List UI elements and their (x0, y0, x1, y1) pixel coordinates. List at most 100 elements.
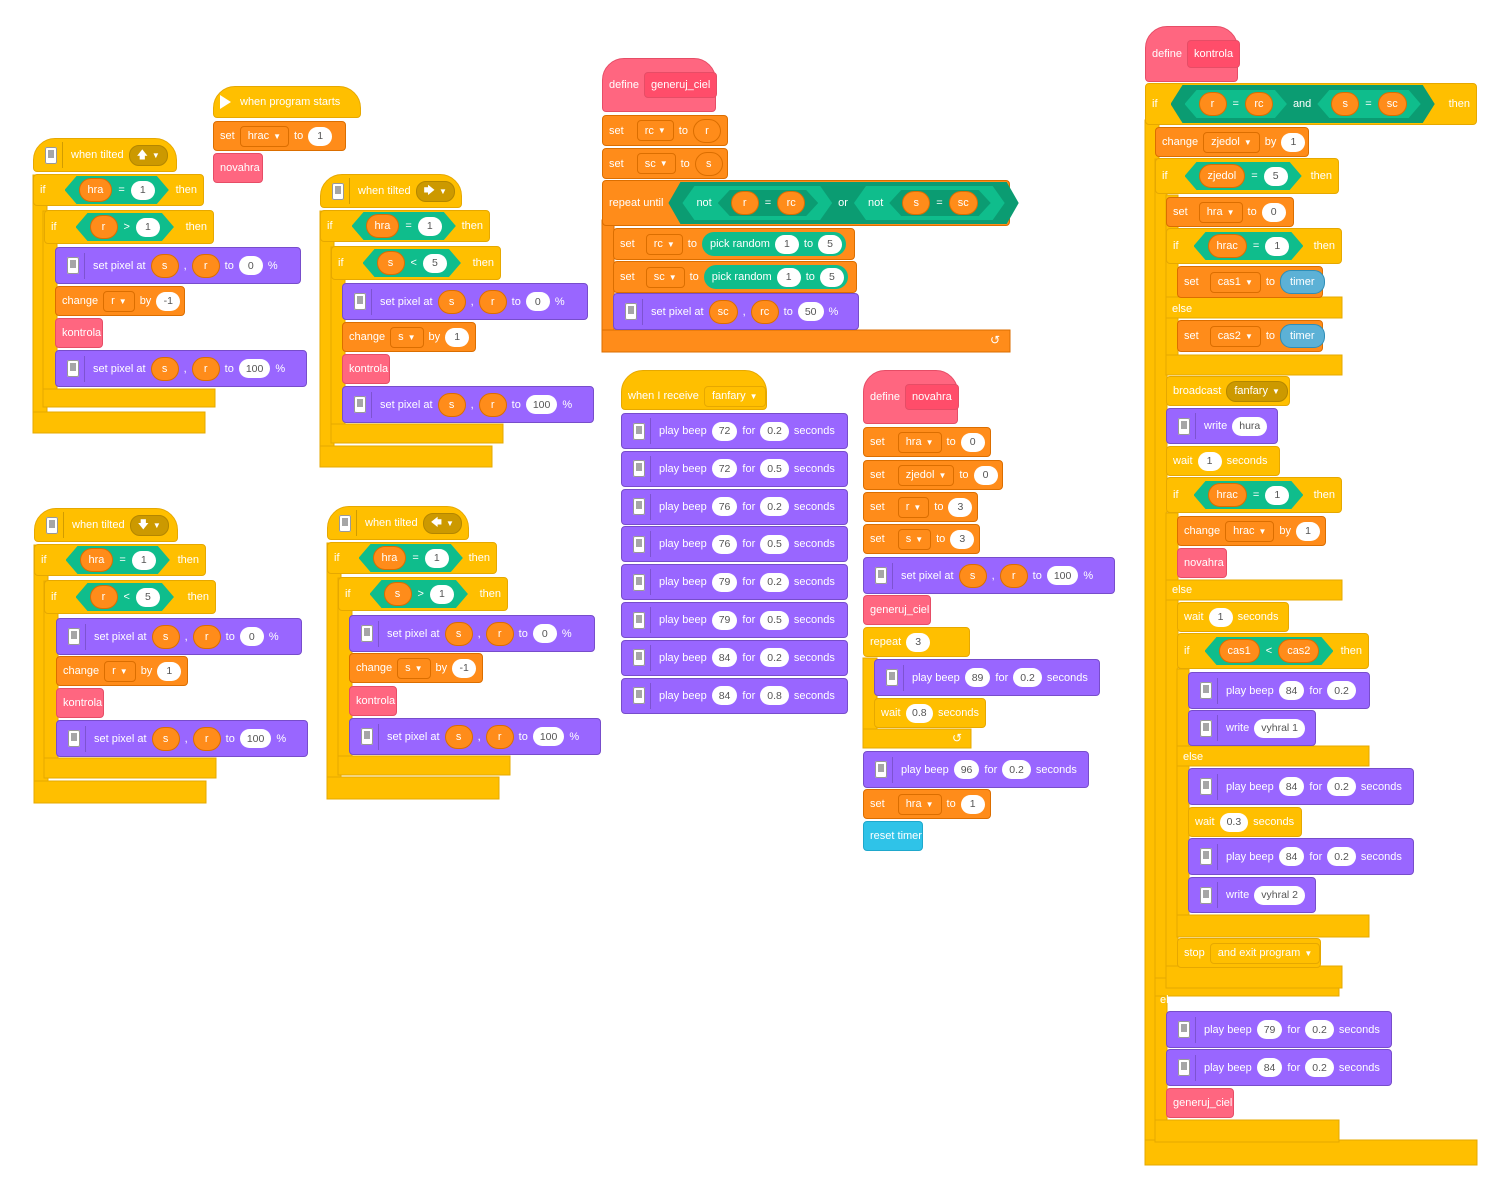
number-input[interactable]: 1 (136, 218, 160, 237)
number-input[interactable]: 3 (950, 529, 975, 549)
write-block[interactable]: write vyhral 1 (1188, 710, 1316, 746)
not-operator[interactable]: not s = sc (854, 186, 1005, 220)
variable-s[interactable]: s (444, 621, 473, 646)
number-input[interactable]: 1 (430, 585, 454, 604)
change-variable-block[interactable]: change r▼ by -1 (55, 286, 185, 316)
when-tilted-down-hat[interactable]: when tilted 🡇▼ (34, 508, 178, 542)
set-variable-block[interactable]: set s▼ to 3 (863, 524, 980, 554)
variable-rc[interactable]: rc (1245, 92, 1273, 116)
call-kontrola-block[interactable]: kontrola (349, 686, 397, 716)
variable-dropdown[interactable]: hra▼ (897, 793, 942, 815)
variable-dropdown[interactable]: s▼ (397, 657, 431, 679)
equals-operator[interactable]: hra = 1 (359, 544, 463, 572)
number-input[interactable]: 1 (131, 181, 155, 200)
set-variable-block[interactable]: set cas1▼ to timer (1177, 266, 1325, 298)
number-input[interactable]: 84 (1256, 1058, 1283, 1077)
number-input[interactable]: 89 (964, 668, 991, 687)
text-input[interactable]: vyhral 1 (1254, 718, 1305, 738)
wait-block[interactable]: wait 0.3 seconds (1188, 807, 1302, 837)
variable-r[interactable]: r (485, 724, 514, 749)
variable-s[interactable]: s (444, 724, 473, 749)
variable-dropdown[interactable]: r▼ (103, 290, 135, 312)
number-input[interactable]: 1 (776, 267, 801, 287)
procedure-name-slot[interactable]: generuj_ciel (643, 72, 718, 98)
tilt-direction-dropdown[interactable]: 🡄▼ (422, 512, 462, 534)
variable-rc[interactable]: rc (750, 299, 779, 324)
variable-s[interactable]: s (437, 392, 466, 417)
number-input[interactable]: 5 (1264, 167, 1288, 186)
tilt-direction-dropdown[interactable]: 🡇▼ (129, 514, 169, 536)
variable-r[interactable]: r (90, 215, 118, 239)
tilt-direction-dropdown[interactable]: 🡆▼ (415, 180, 455, 202)
number-input[interactable]: 50 (797, 302, 824, 321)
number-input[interactable]: 79 (1256, 1020, 1283, 1039)
less-than-operator[interactable]: s < 5 (363, 249, 461, 277)
equals-operator[interactable]: s = sc (1317, 90, 1420, 118)
number-input[interactable]: 0.2 (1013, 668, 1042, 687)
number-input[interactable]: 100 (239, 729, 272, 748)
number-input[interactable]: 0.5 (760, 610, 789, 630)
variable-r[interactable]: r (999, 563, 1028, 588)
set-variable-block[interactable]: set sc▼ to pick random 1 to 5 (613, 261, 857, 293)
set-pixel-block[interactable]: set pixel at s , r to 100 % (56, 720, 308, 757)
variable-r[interactable]: r (192, 726, 221, 751)
number-input[interactable]: 0.5 (760, 534, 789, 554)
variable-cas1[interactable]: cas1 (1219, 639, 1260, 663)
variable-dropdown[interactable]: zjedol▼ (897, 464, 955, 486)
if-else-block[interactable]: if hrac = 1 then (1166, 228, 1342, 264)
set-variable-block[interactable]: set rc▼ to pick random 1 to 5 (613, 228, 855, 260)
number-input[interactable]: 1 (308, 126, 333, 146)
number-input[interactable]: 3 (948, 497, 973, 517)
if-block[interactable]: if r = rc and s = sc then (1145, 83, 1477, 125)
variable-hrac[interactable]: hrac (1208, 483, 1247, 507)
equals-operator[interactable]: zjedol = 5 (1185, 162, 1302, 190)
set-pixel-block[interactable]: set pixel at s , r to 0 % (56, 618, 302, 655)
variable-s[interactable]: s (150, 253, 179, 278)
variable-sc[interactable]: sc (708, 299, 738, 324)
change-variable-block[interactable]: change s▼ by 1 (342, 322, 476, 352)
call-generuj-ciel-block[interactable]: generuj_ciel (1166, 1088, 1234, 1118)
variable-r[interactable]: r (731, 191, 759, 215)
set-pixel-block[interactable]: set pixel at s , r to 0 % (342, 283, 588, 320)
and-operator[interactable]: r = rc and s = sc (1171, 85, 1435, 123)
when-tilted-up-hat[interactable]: when tilted 🡅▼ (33, 138, 177, 172)
variable-hrac[interactable]: hrac (1208, 234, 1247, 258)
if-block[interactable]: if zjedol = 5 then (1155, 158, 1339, 194)
set-variable-block[interactable]: set hra▼ to 0 (863, 427, 991, 457)
number-input[interactable]: 100 (525, 395, 558, 414)
set-variable-block[interactable]: set hrac▼ to 1 (213, 121, 346, 151)
number-input[interactable]: 1 (774, 234, 799, 254)
equals-operator[interactable]: hrac = 1 (1194, 481, 1304, 509)
variable-s[interactable]: s (694, 151, 723, 176)
number-input[interactable]: 0.2 (1327, 777, 1356, 796)
variable-hra[interactable]: hra (366, 214, 400, 238)
number-input[interactable]: 0 (532, 624, 557, 643)
if-block[interactable]: if hra = 1 then (327, 542, 497, 574)
number-input[interactable]: 0.3 (1219, 812, 1249, 832)
variable-rc[interactable]: rc (777, 191, 805, 215)
change-variable-block[interactable]: change zjedol▼ by 1 (1155, 127, 1309, 157)
greater-than-operator[interactable]: r > 1 (76, 213, 174, 241)
number-input[interactable]: 1 (157, 661, 182, 681)
number-input[interactable]: 1 (1281, 132, 1306, 152)
set-variable-block[interactable]: set sc▼ to s (602, 148, 728, 179)
variable-sc[interactable]: sc (1378, 92, 1407, 116)
write-block[interactable]: write hura (1166, 408, 1278, 444)
define-generuj-ciel-hat[interactable]: define generuj_ciel (602, 58, 718, 112)
number-input[interactable]: 0 (960, 432, 985, 452)
play-beep-block[interactable]: play beep 84 for 0.2 seconds (1188, 838, 1414, 875)
equals-operator[interactable]: hrac = 1 (1194, 232, 1304, 260)
procedure-name-slot[interactable]: kontrola (1186, 40, 1241, 68)
number-input[interactable]: -1 (452, 658, 477, 678)
if-block[interactable]: if s > 1 then (338, 577, 508, 611)
if-block[interactable]: if hra = 1 then (320, 210, 490, 242)
play-beep-block[interactable]: play beep 84 for 0.2 seconds (1166, 1049, 1392, 1086)
variable-s[interactable]: s (150, 356, 179, 381)
variable-s[interactable]: s (1331, 92, 1359, 116)
number-input[interactable]: 1 (1265, 237, 1289, 256)
change-variable-block[interactable]: change s▼ by -1 (349, 653, 483, 683)
